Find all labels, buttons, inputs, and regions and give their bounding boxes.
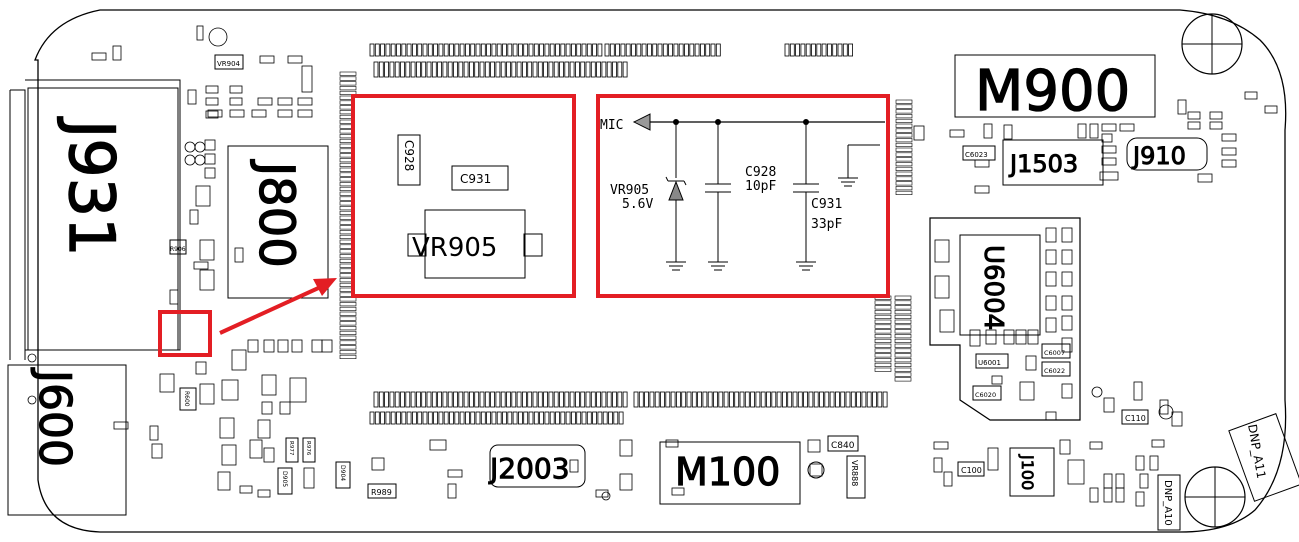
connector-j600: J600 xyxy=(7,364,127,516)
c931-schematic-value: 33pF xyxy=(811,217,842,232)
c928-capacitor-symbol xyxy=(705,122,731,271)
c931-capacitor-symbol xyxy=(793,122,819,271)
connector-j800: J800 xyxy=(227,145,329,299)
c928-schematic-name: C928 xyxy=(745,165,776,180)
board-outline xyxy=(34,9,1287,533)
highlight-arrow xyxy=(219,278,337,335)
j100-label: J100 xyxy=(1018,454,1037,490)
connector-j100: J100 xyxy=(1009,447,1055,497)
svg-text:VR904: VR904 xyxy=(217,60,241,68)
c931-schematic-name: C931 xyxy=(811,197,842,212)
speaker-m900: M900 xyxy=(954,54,1156,125)
label-dnp-a10: DNP_A10 xyxy=(1157,474,1181,531)
connector-j931: J931 xyxy=(27,87,179,351)
label-r600: R600 xyxy=(179,387,197,411)
label-vr904: VR904 xyxy=(214,54,244,70)
c928-pad: C928 xyxy=(397,134,421,186)
svg-text:R977: R977 xyxy=(288,441,294,456)
svg-text:D904: D904 xyxy=(339,465,346,481)
svg-text:R989: R989 xyxy=(371,488,392,497)
motor-m100: M100 xyxy=(659,441,825,505)
j1503-label: J1503 xyxy=(1008,150,1078,178)
u6004-label: U6004 xyxy=(978,245,1008,330)
svg-text:C840: C840 xyxy=(831,441,855,451)
j910-label: J910 xyxy=(1131,142,1186,170)
zoom-schematic-panel: MIC VR905 5.6V C928 xyxy=(596,94,890,298)
dnp-a10-label: DNP_A10 xyxy=(1162,480,1173,526)
mounting-hole-top xyxy=(1181,13,1243,75)
label-d905: D905 xyxy=(277,467,293,495)
j2003-label: J2003 xyxy=(488,452,570,485)
svg-text:C6022: C6022 xyxy=(1044,367,1065,375)
c931-pad: C931 xyxy=(451,165,509,191)
ground-symbol-right xyxy=(838,144,880,187)
highlight-source-box xyxy=(158,310,212,357)
mic-label: MIC xyxy=(600,118,623,133)
label-c840: C840 xyxy=(827,435,859,452)
label-c6022: C6022 xyxy=(1041,361,1071,377)
ic-u6004-area: U6004 xyxy=(929,217,1081,421)
svg-text:C6007: C6007 xyxy=(1044,349,1065,357)
mounting-hole-bottom xyxy=(1184,466,1246,528)
svg-text:R600: R600 xyxy=(183,391,190,407)
m100-label: M100 xyxy=(675,450,780,494)
label-r906: R906 xyxy=(169,239,187,255)
label-r977: R977 xyxy=(285,437,299,463)
svg-text:C6023: C6023 xyxy=(965,151,988,159)
j600-label: J600 xyxy=(29,367,80,467)
svg-text:R976: R976 xyxy=(305,441,311,456)
label-c110: C110 xyxy=(1121,409,1149,425)
small-component-footprints xyxy=(27,25,1278,507)
svg-text:U6001: U6001 xyxy=(978,359,1001,367)
c928-layout-label: C928 xyxy=(402,140,416,171)
svg-text:VR888: VR888 xyxy=(850,460,859,486)
j931-label: J931 xyxy=(55,116,128,257)
c928-schematic-value: 10pF xyxy=(745,179,776,194)
connector-j910: J910 xyxy=(1126,137,1208,171)
zoom-layout-panel: C928 C931 VR905 xyxy=(351,94,576,298)
vr905-schematic-value: 5.6V xyxy=(622,197,653,212)
svg-text:R906: R906 xyxy=(170,246,186,253)
c931-layout-label: C931 xyxy=(460,172,491,186)
label-d904: D904 xyxy=(335,461,351,489)
vr905-layout-label: VR905 xyxy=(412,233,497,263)
svg-text:D905: D905 xyxy=(281,471,288,487)
label-u6001: U6001 xyxy=(975,353,1009,369)
label-vr888: VR888 xyxy=(846,455,866,499)
label-c100: C100 xyxy=(957,461,985,477)
vr905-diode-symbol xyxy=(665,122,687,271)
label-c6007: C6007 xyxy=(1041,343,1071,359)
connector-j1503: J1503 xyxy=(1002,139,1104,186)
j800-label: J800 xyxy=(248,159,304,268)
vr905-footprint: VR905 xyxy=(407,209,543,279)
label-r989: R989 xyxy=(367,483,397,499)
label-c6020: C6020 xyxy=(972,385,1002,401)
svg-text:C6020: C6020 xyxy=(975,391,996,399)
vr905-schematic-name: VR905 xyxy=(610,183,649,198)
svg-text:C110: C110 xyxy=(1125,414,1146,423)
label-r976: R976 xyxy=(302,437,316,463)
m900-label: M900 xyxy=(975,59,1130,124)
svg-text:C100: C100 xyxy=(961,466,982,475)
connector-j2003: J2003 xyxy=(488,444,586,488)
